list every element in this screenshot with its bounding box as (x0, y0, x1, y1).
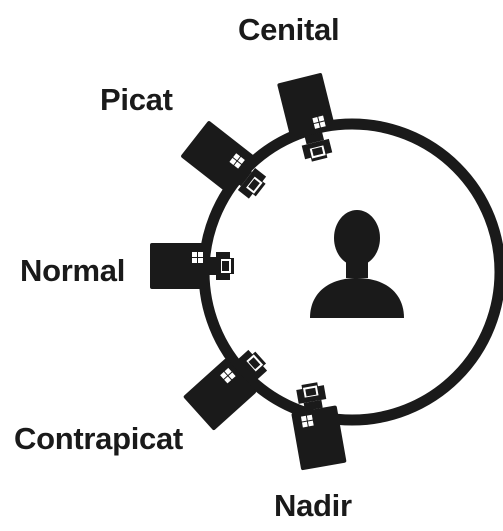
camera-cenital-icon (277, 72, 342, 166)
label-cenital: Cenital (238, 12, 340, 47)
label-normal: Normal (20, 253, 126, 288)
label-contrapicat: Contrapicat (14, 421, 183, 456)
camera-normal-icon (150, 243, 234, 289)
camera-nadir-icon (286, 379, 347, 471)
person-silhouette-icon (310, 210, 404, 318)
label-nadir: Nadir (274, 488, 352, 523)
label-picat: Picat (100, 82, 173, 117)
